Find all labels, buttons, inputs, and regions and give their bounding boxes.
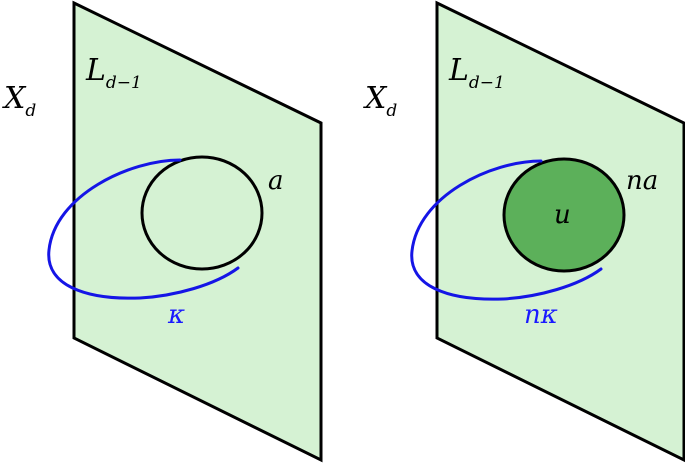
- panel-right: Xd Ld−1 na u nκ: [363, 0, 685, 463]
- space-label-sub: d: [386, 101, 397, 121]
- space-label-main: X: [2, 81, 27, 116]
- space-label-left: Xd: [2, 81, 36, 121]
- loop-nkappa-right: [410, 159, 603, 301]
- circle-label-right: na: [626, 166, 658, 196]
- panel-left: Xd Ld−1 a κ: [2, 0, 323, 463]
- plane-label-main: L: [85, 53, 106, 88]
- space-label-sub: d: [25, 101, 36, 121]
- plane-label-sub: d−1: [469, 73, 505, 93]
- loop-label-left: κ: [167, 300, 185, 330]
- plane-label-right: Ld−1: [448, 53, 505, 93]
- disk-label-right: u: [554, 200, 571, 230]
- plane-label-left: Ld−1: [85, 53, 142, 93]
- circle-label-left: a: [268, 166, 284, 196]
- plane-label-sub: d−1: [106, 73, 142, 93]
- space-label-main: X: [363, 81, 388, 116]
- loop-label-right: nκ: [524, 300, 558, 330]
- plane-label-main: L: [448, 53, 469, 88]
- loop-kappa-left: [47, 158, 240, 300]
- disk-u-right: [502, 157, 626, 273]
- cycle-a-left: [140, 155, 264, 271]
- space-label-right: Xd: [363, 81, 397, 121]
- hyperplane-left: [72, 0, 323, 463]
